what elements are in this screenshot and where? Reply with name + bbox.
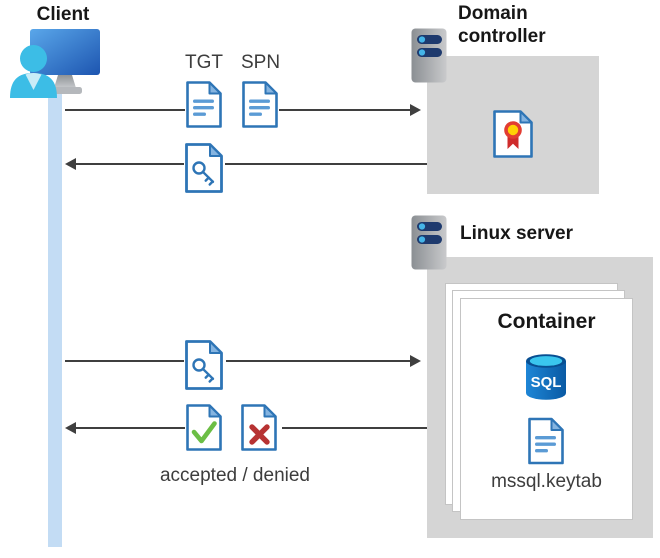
- denied-document-icon: [241, 404, 277, 451]
- domain-controller-label: Domain controller: [458, 3, 546, 47]
- tgt-document-icon: [186, 81, 222, 128]
- flow3-arrowhead-icon: [410, 355, 421, 367]
- client-icon: [10, 29, 100, 98]
- spn-label: SPN: [241, 52, 281, 73]
- flow1-line-left: [65, 109, 185, 111]
- client-timeline-bar: [48, 86, 62, 547]
- container-label: Container: [497, 310, 596, 333]
- linux-server-icon: [411, 215, 447, 270]
- domain-controller-server-icon: [411, 28, 447, 83]
- flow4-arrowhead-icon: [65, 422, 76, 434]
- flow3-line-left: [65, 360, 184, 362]
- container-page-front: Container SQL mssql.keytab: [460, 298, 633, 520]
- keytab-file-label: mssql.keytab: [491, 471, 602, 492]
- linux-server-label: Linux server: [460, 223, 573, 244]
- key-document-icon-2: [185, 340, 223, 390]
- key-document-icon-1: [185, 143, 223, 193]
- accepted-denied-label: accepted / denied: [159, 465, 310, 486]
- keytab-document-icon: [528, 417, 564, 465]
- sql-badge-label: SQL: [531, 374, 562, 391]
- client-label: Client: [36, 4, 90, 25]
- flow2-line-right: [225, 163, 427, 165]
- sql-database-icon: SQL: [526, 354, 566, 400]
- flow3-line-right: [226, 360, 411, 362]
- flow2-arrowhead-icon: [65, 158, 76, 170]
- tgt-label: TGT: [185, 52, 223, 73]
- flow1-arrowhead-icon: [410, 104, 421, 116]
- spn-document-icon: [242, 81, 278, 128]
- flow2-line-left: [75, 163, 184, 165]
- certificate-icon: [493, 110, 533, 158]
- accepted-document-icon: [186, 404, 222, 451]
- flow4-line-left: [75, 427, 185, 429]
- flow4-line-right: [282, 427, 427, 429]
- flow1-line-right: [279, 109, 411, 111]
